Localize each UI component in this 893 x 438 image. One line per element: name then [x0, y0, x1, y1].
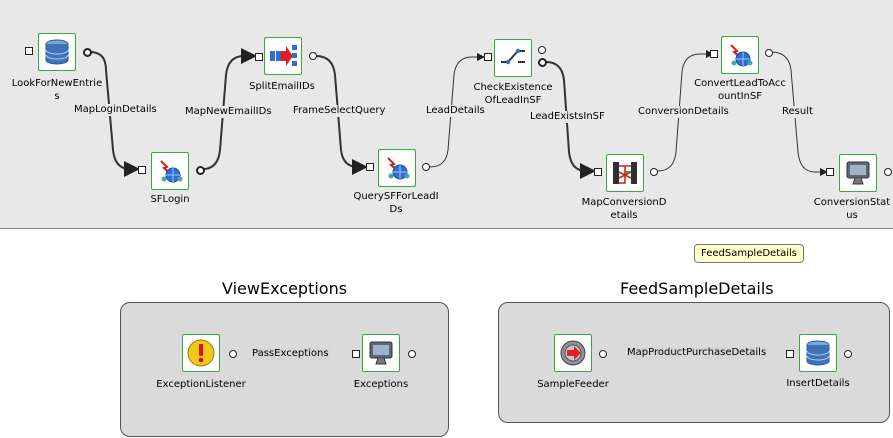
node-label: SplitEmailIDs: [249, 81, 315, 92]
warning-icon: [187, 339, 215, 367]
node-label: InsertDetails: [786, 378, 850, 389]
edge-label: PassExceptions: [251, 348, 330, 360]
node-label: LookForNewEntries: [11, 78, 103, 102]
node-label: SFLogin: [150, 194, 190, 205]
node-conversion-status-in-port[interactable]: [826, 168, 834, 176]
node-exceptions-out-port[interactable]: [408, 350, 416, 358]
node-map-conversion-details[interactable]: [606, 154, 644, 192]
node-look-for-new-entries-in-port[interactable]: [25, 47, 33, 55]
node-query-sf-in-port[interactable]: [366, 163, 374, 171]
network-globe-icon: [160, 160, 183, 183]
node-sample-feeder[interactable]: [554, 334, 592, 372]
node-exceptions[interactable]: [362, 334, 400, 372]
network-globe-icon: [730, 44, 753, 67]
node-exception-listener-out-port[interactable]: [229, 350, 237, 358]
node-split-email-ids[interactable]: [264, 37, 302, 75]
node-label: CheckExistenceOfLeadInSF: [473, 82, 553, 106]
node-split-email-ids-out-port[interactable]: [309, 52, 317, 60]
node-sf-login[interactable]: [151, 152, 189, 190]
node-query-sf-for-lead-ids[interactable]: [378, 149, 416, 187]
edge-label: ConversionDetails: [637, 106, 730, 118]
node-insert-details[interactable]: [799, 334, 837, 372]
node-label: Exceptions: [353, 379, 409, 390]
node-conversion-status-out-port[interactable]: [884, 168, 892, 176]
node-map-conversion-in-port[interactable]: [594, 168, 602, 176]
database-icon: [45, 39, 69, 65]
switch-icon: [501, 48, 525, 65]
node-sample-feeder-out-port[interactable]: [599, 350, 607, 358]
node-insert-details-out-port[interactable]: [844, 350, 852, 358]
node-convert-lead-to-account-in-sf[interactable]: [721, 36, 759, 74]
node-sf-login-in-port[interactable]: [138, 166, 146, 174]
tooltip: FeedSampleDetails: [694, 244, 805, 263]
database-icon: [806, 340, 830, 366]
edge-label: FrameSelectQuery: [292, 105, 387, 117]
mapper-icon: [613, 162, 637, 184]
node-convert-lead-out-port[interactable]: [765, 49, 773, 57]
node-conversion-status[interactable]: [839, 154, 877, 192]
node-look-for-new-entries-out-port[interactable]: [83, 48, 92, 57]
node-label: QuerySFForLeadIDs: [353, 191, 439, 215]
edge-label: LeadDetails: [425, 105, 486, 117]
node-map-conversion-out-port[interactable]: [650, 168, 658, 176]
group-title-feed-sample-details: FeedSampleDetails: [620, 279, 774, 298]
node-look-for-new-entries[interactable]: [38, 33, 76, 71]
node-check-existence-out-port-1[interactable]: [538, 46, 546, 54]
node-split-email-ids-in-port[interactable]: [255, 53, 263, 61]
network-globe-icon: [387, 157, 410, 180]
node-exception-listener[interactable]: [182, 334, 220, 372]
split-arrow-icon: [270, 45, 297, 66]
edge-label: MapNewEmailIDs: [184, 106, 273, 118]
node-label: MapConversionDetails: [581, 197, 667, 221]
node-check-existence-in-port[interactable]: [484, 53, 492, 61]
edge-label: Result: [781, 106, 814, 118]
edge-label: MapLoginDetails: [73, 104, 158, 116]
node-exceptions-in-port[interactable]: [352, 350, 360, 358]
node-check-existence-out-port-2[interactable]: [538, 58, 547, 67]
edge-label: LeadExistsInSF: [529, 111, 606, 123]
node-label: ConversionStatus: [813, 197, 891, 221]
node-insert-details-in-port[interactable]: [786, 350, 794, 358]
node-label: ExceptionListener: [156, 379, 246, 390]
node-convert-lead-in-port[interactable]: [710, 50, 718, 58]
group-title-view-exceptions: ViewExceptions: [222, 279, 348, 298]
node-label: SampleFeeder: [537, 379, 609, 390]
node-label: ConvertLeadToAccountInSF: [694, 78, 786, 102]
node-check-existence-of-lead-in-sf[interactable]: [494, 39, 532, 77]
node-sf-login-out-port[interactable]: [196, 166, 205, 175]
monitor-icon: [846, 161, 870, 185]
feeder-icon: [560, 340, 586, 366]
monitor-icon: [369, 341, 393, 365]
edge-label: MapProductPurchaseDetails: [626, 347, 768, 359]
node-query-sf-out-port[interactable]: [422, 163, 430, 171]
